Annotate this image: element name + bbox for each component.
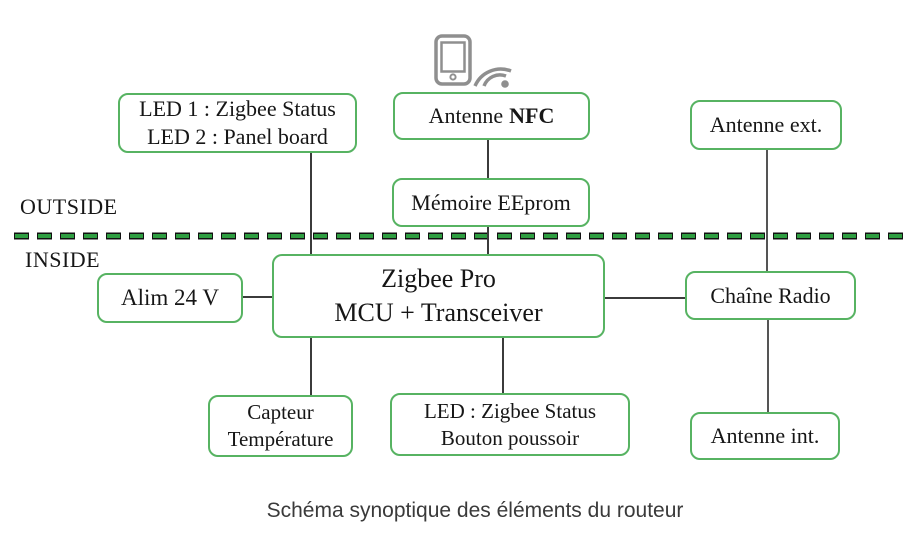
zone-label-outside: OUTSIDE	[20, 194, 118, 219]
box-antenne-ext-label: Antenne ext.	[709, 112, 823, 138]
diagram-caption: Schéma synoptique des éléments du routeu…	[266, 499, 684, 522]
box-led-bouton-line1: LED : Zigbee Status	[423, 398, 597, 423]
box-led-status-line2: LED 2 : Panel board	[147, 124, 328, 149]
box-zigbee-line1: Zigbee Pro	[381, 264, 496, 294]
box-memoire-eeprom-label: Mémoire EEprom	[411, 189, 571, 215]
box-led-bouton: LED : Zigbee Status Bouton poussoir	[390, 393, 630, 456]
box-led-status-line1: LED 1 : Zigbee Status	[139, 96, 336, 122]
zone-label-inside: INSIDE	[25, 247, 101, 272]
box-antenne-int: Antenne int.	[690, 412, 840, 460]
box-alim-24v-label: Alim 24 V	[121, 285, 219, 311]
nfc-waves-icon	[473, 67, 512, 88]
box-antenne-ext: Antenne ext.	[690, 100, 842, 150]
box-capteur-line2: Température	[227, 427, 334, 451]
box-antenne-nfc: Antenne NFC	[393, 92, 590, 140]
smartphone-icon	[434, 34, 472, 86]
box-led-bouton-line2: Bouton poussoir	[440, 425, 580, 450]
box-chaine-radio-label: Chaîne Radio	[710, 282, 831, 308]
box-antenne-nfc-bold: NFC	[509, 103, 555, 129]
box-zigbee-pro-mcu: Zigbee Pro MCU + Transceiver	[272, 254, 605, 338]
box-alim-24v: Alim 24 V	[97, 273, 243, 323]
box-chaine-radio: Chaîne Radio	[685, 271, 856, 320]
box-capteur-temperature: Capteur Température	[208, 395, 353, 457]
box-antenne-int-label: Antenne int.	[710, 423, 820, 449]
box-memoire-eeprom: Mémoire EEprom	[392, 178, 590, 227]
box-antenne-nfc-text: Antenne	[428, 103, 504, 129]
box-zigbee-line2: MCU + Transceiver	[334, 298, 543, 327]
box-led-status: LED 1 : Zigbee Status LED 2 : Panel boar…	[118, 93, 357, 153]
box-capteur-line1: Capteur	[247, 400, 314, 425]
